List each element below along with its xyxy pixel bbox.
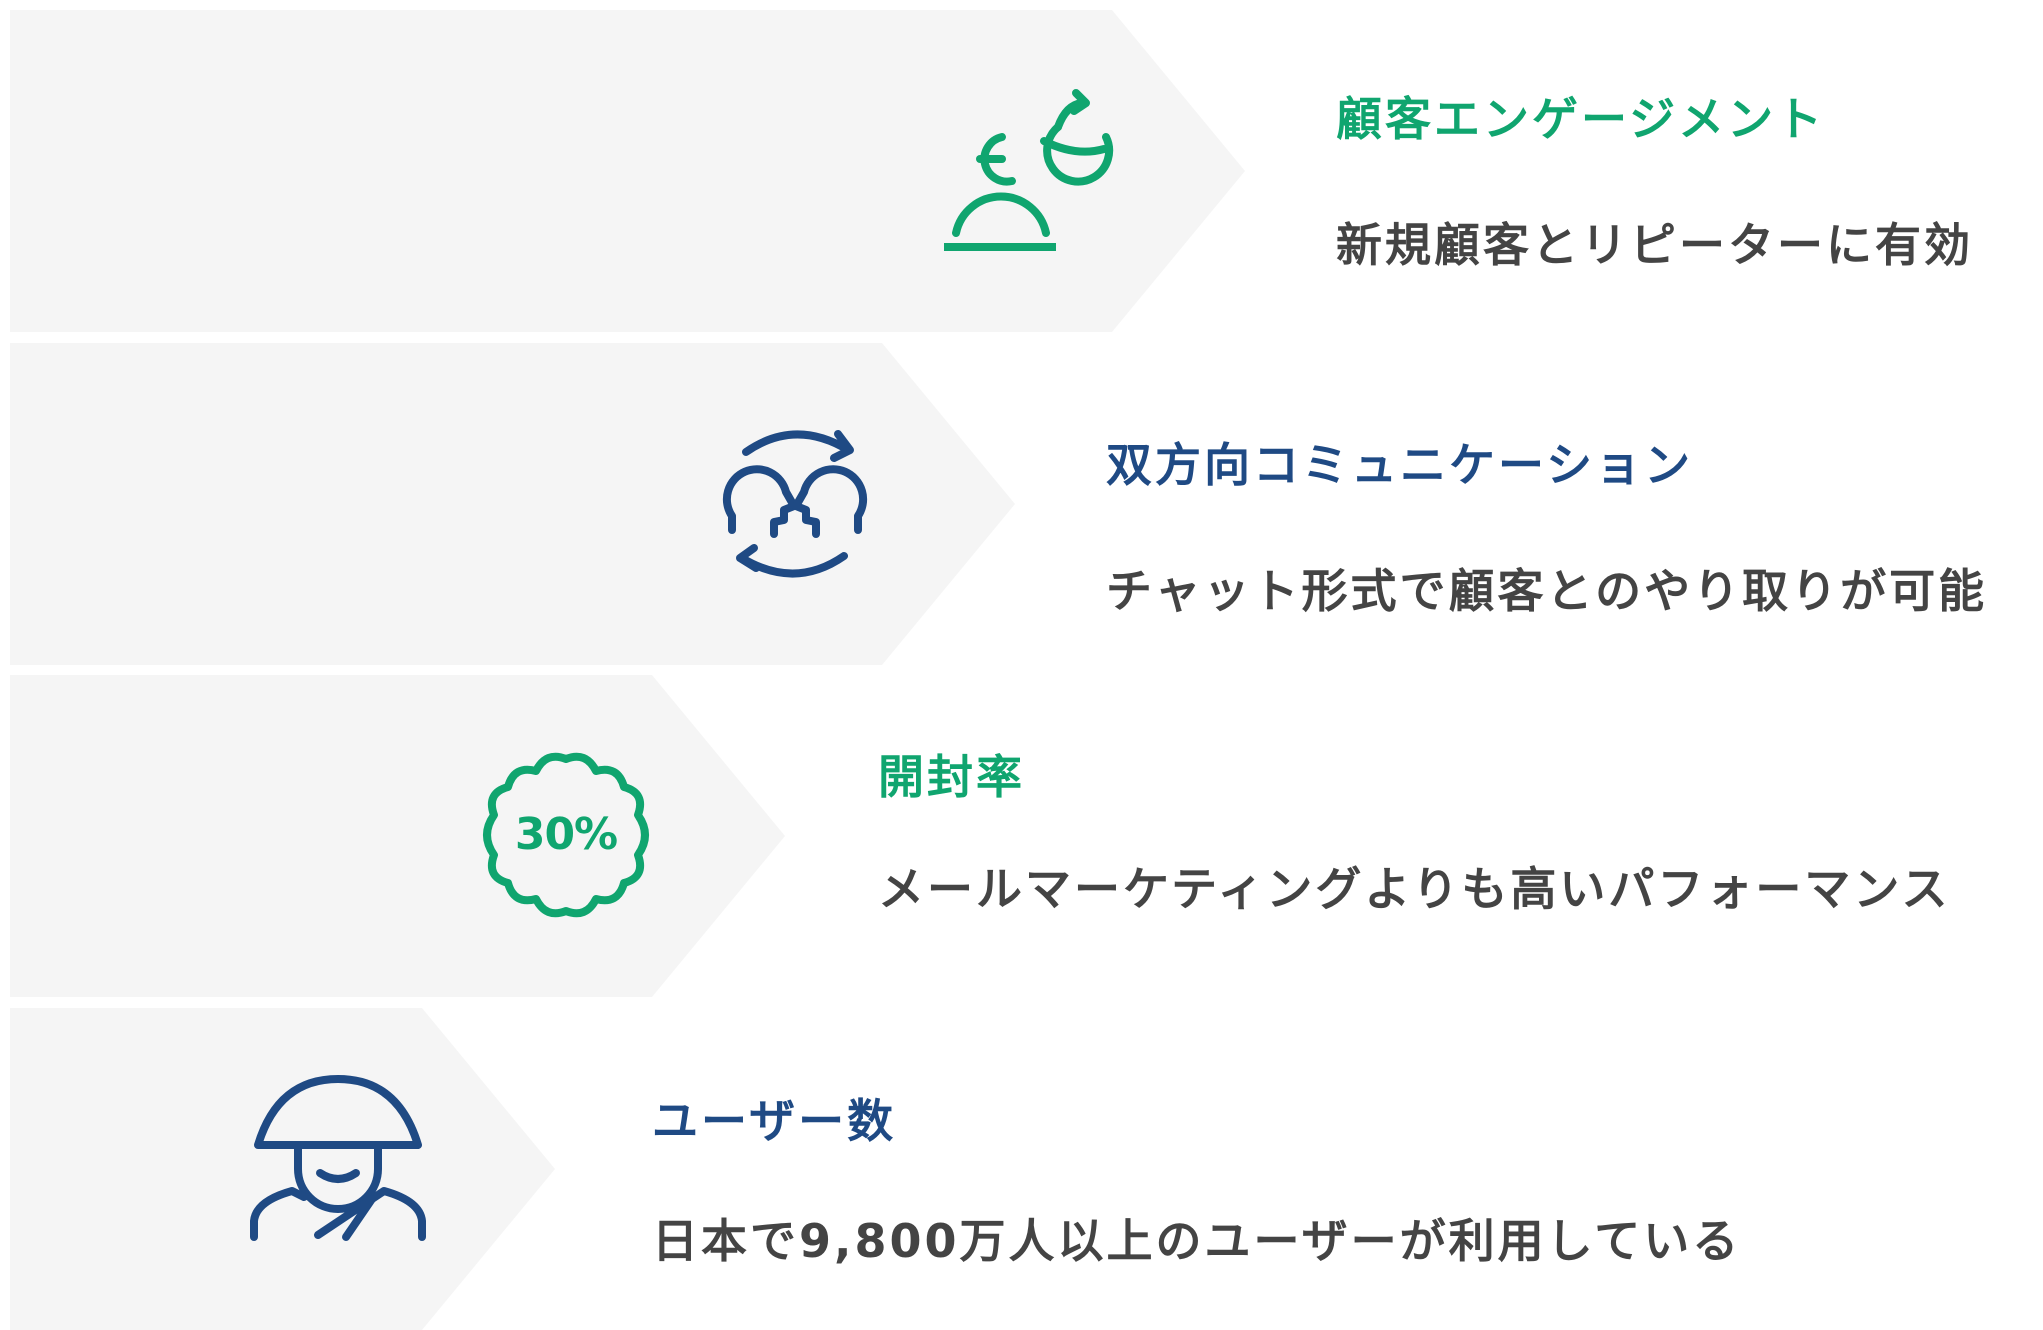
feature-description-2: チャット形式で顧客とのやり取りが可能 — [1106, 564, 1988, 618]
customer-engagement-icon — [940, 85, 1120, 265]
feature-title-1: 顧客エンゲージメント — [1336, 92, 1826, 146]
feature-title-2: 双方向コミュニケーション — [1106, 438, 1694, 492]
feature-description-4: 日本で9,800万人以上のユーザーが利用している — [652, 1214, 1742, 1268]
feature-band-2 — [10, 343, 1015, 665]
feature-band-1 — [10, 10, 1245, 332]
feature-description-1: 新規顧客とリピーターに有効 — [1336, 218, 1973, 272]
feature-title-4: ユーザー数 — [652, 1094, 897, 1148]
percent-badge-icon: 30% — [478, 747, 654, 923]
feature-title-3: 開封率 — [878, 750, 1025, 804]
percent-badge-text: 30% — [514, 809, 618, 860]
user-hat-icon — [248, 1075, 428, 1255]
feature-band-4 — [10, 1008, 555, 1330]
feature-description-3: メールマーケティングよりも高いパフォーマンス — [878, 862, 1951, 916]
two-way-chat-icon — [710, 418, 880, 588]
feature-band-3 — [10, 675, 785, 997]
